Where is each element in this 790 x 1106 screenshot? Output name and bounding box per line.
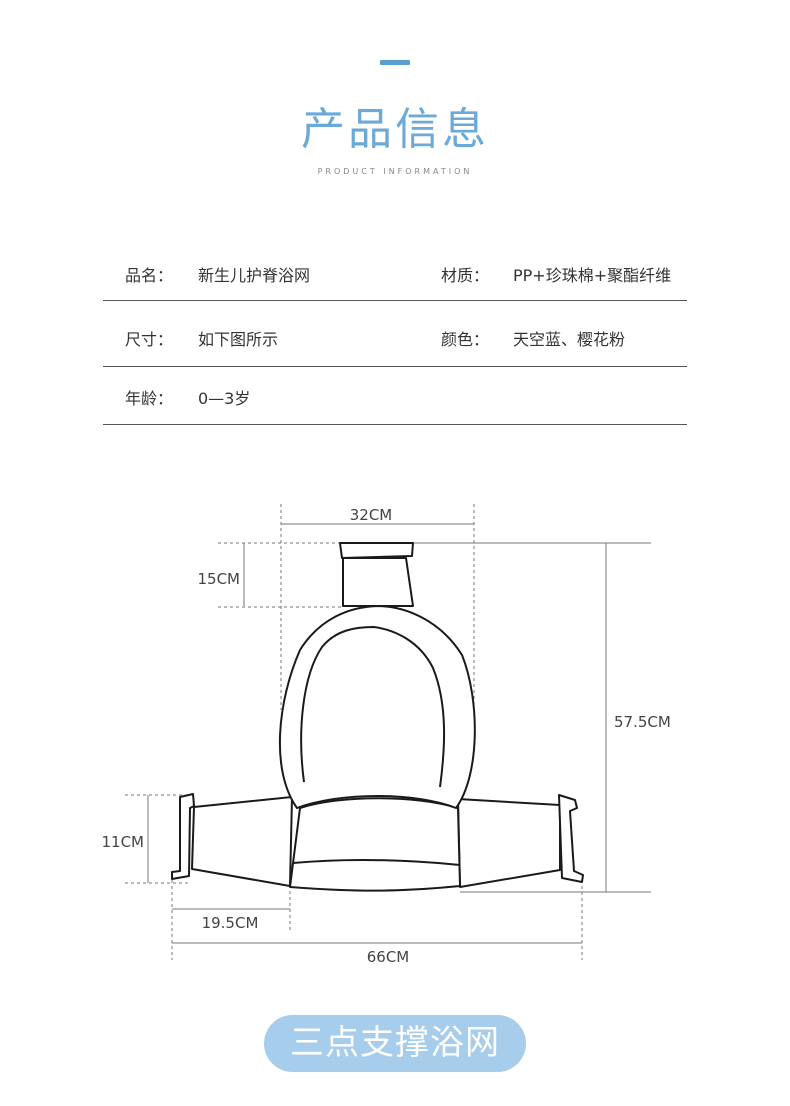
- dim-label-side-width: 19.5CM: [202, 914, 259, 932]
- spec-value-color: 天空蓝、樱花粉: [513, 330, 626, 349]
- dimension-lines: [125, 504, 651, 960]
- spec-row: 尺寸： 如下图所示 颜色： 天空蓝、樱花粉: [103, 301, 687, 367]
- dim-label-total-height: 57.5CM: [614, 713, 671, 731]
- spec-row: 品名： 新生儿护脊浴网 材质： PP+珍珠棉+聚酯纤维: [103, 238, 687, 301]
- spec-row: 年龄： 0—3岁: [103, 367, 687, 425]
- title-accent-bar: [380, 60, 410, 65]
- spec-label-color: 颜色：: [441, 330, 490, 349]
- spec-table: 品名： 新生儿护脊浴网 材质： PP+珍珠棉+聚酯纤维 尺寸： 如下图所示 颜色…: [103, 238, 687, 425]
- spec-label-name: 品名：: [125, 266, 174, 285]
- page-title: 产品信息: [301, 104, 489, 155]
- spec-value-name: 新生儿护脊浴网: [198, 266, 311, 285]
- feature-banner: 三点支撑浴网: [264, 1015, 526, 1072]
- dim-label-total-width: 66CM: [367, 948, 410, 966]
- spec-label-size: 尺寸：: [125, 330, 174, 349]
- dim-label-head-height: 15CM: [197, 570, 240, 588]
- dim-label-side-height: 11CM: [101, 833, 144, 851]
- page-subtitle: PRODUCT INFORMATION: [317, 167, 473, 176]
- spec-label-material: 材质：: [441, 266, 490, 285]
- spec-value-size: 如下图所示: [198, 330, 279, 349]
- spec-value-material: PP+珍珠棉+聚酯纤维: [513, 266, 672, 285]
- dim-label-top-width: 32CM: [350, 506, 393, 524]
- spec-value-age: 0—3岁: [198, 389, 251, 408]
- product-dimension-diagram: 32CM 15CM 57.5CM 11CM 19.5CM 66CM: [101, 504, 671, 966]
- spec-label-age: 年龄：: [125, 389, 174, 408]
- bath-net-outline: [171, 542, 584, 892]
